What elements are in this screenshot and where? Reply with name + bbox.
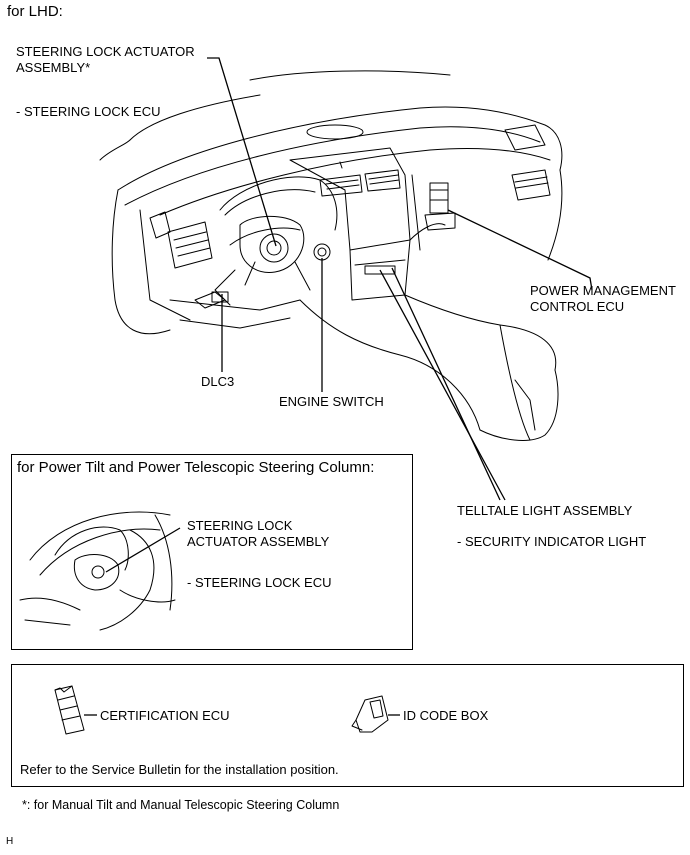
footnote: *: for Manual Tilt and Manual Telescopic… bbox=[22, 798, 340, 812]
power-tilt-inset-title: for Power Tilt and Power Telescopic Stee… bbox=[17, 459, 375, 476]
steering-lock-ecu-label: - STEERING LOCK ECU bbox=[16, 104, 161, 119]
page-title: for LHD: bbox=[7, 3, 63, 20]
engine-switch-label: ENGINE SWITCH bbox=[279, 394, 384, 409]
inset-steering-lock-actuator-label: STEERING LOCK ACTUATOR ASSEMBLY bbox=[187, 518, 330, 549]
steering-lock-actuator-label: STEERING LOCK ACTUATOR ASSEMBLY* bbox=[16, 44, 195, 75]
id-code-box-label: ID CODE BOX bbox=[403, 708, 489, 723]
dlc3-label: DLC3 bbox=[201, 374, 235, 389]
power-management-label: POWER MANAGEMENT CONTROL ECU bbox=[530, 283, 676, 314]
corner-mark: H bbox=[6, 836, 14, 847]
telltale-light-label: TELLTALE LIGHT ASSEMBLY bbox=[457, 503, 633, 518]
security-indicator-label: - SECURITY INDICATOR LIGHT bbox=[457, 534, 647, 549]
power-tilt-inset bbox=[11, 454, 413, 650]
inset-steering-lock-ecu-label: - STEERING LOCK ECU bbox=[187, 575, 332, 590]
installation-note: Refer to the Service Bulletin for the in… bbox=[20, 762, 339, 777]
certification-ecu-label: CERTIFICATION ECU bbox=[100, 708, 230, 723]
parts-inset bbox=[11, 664, 684, 787]
